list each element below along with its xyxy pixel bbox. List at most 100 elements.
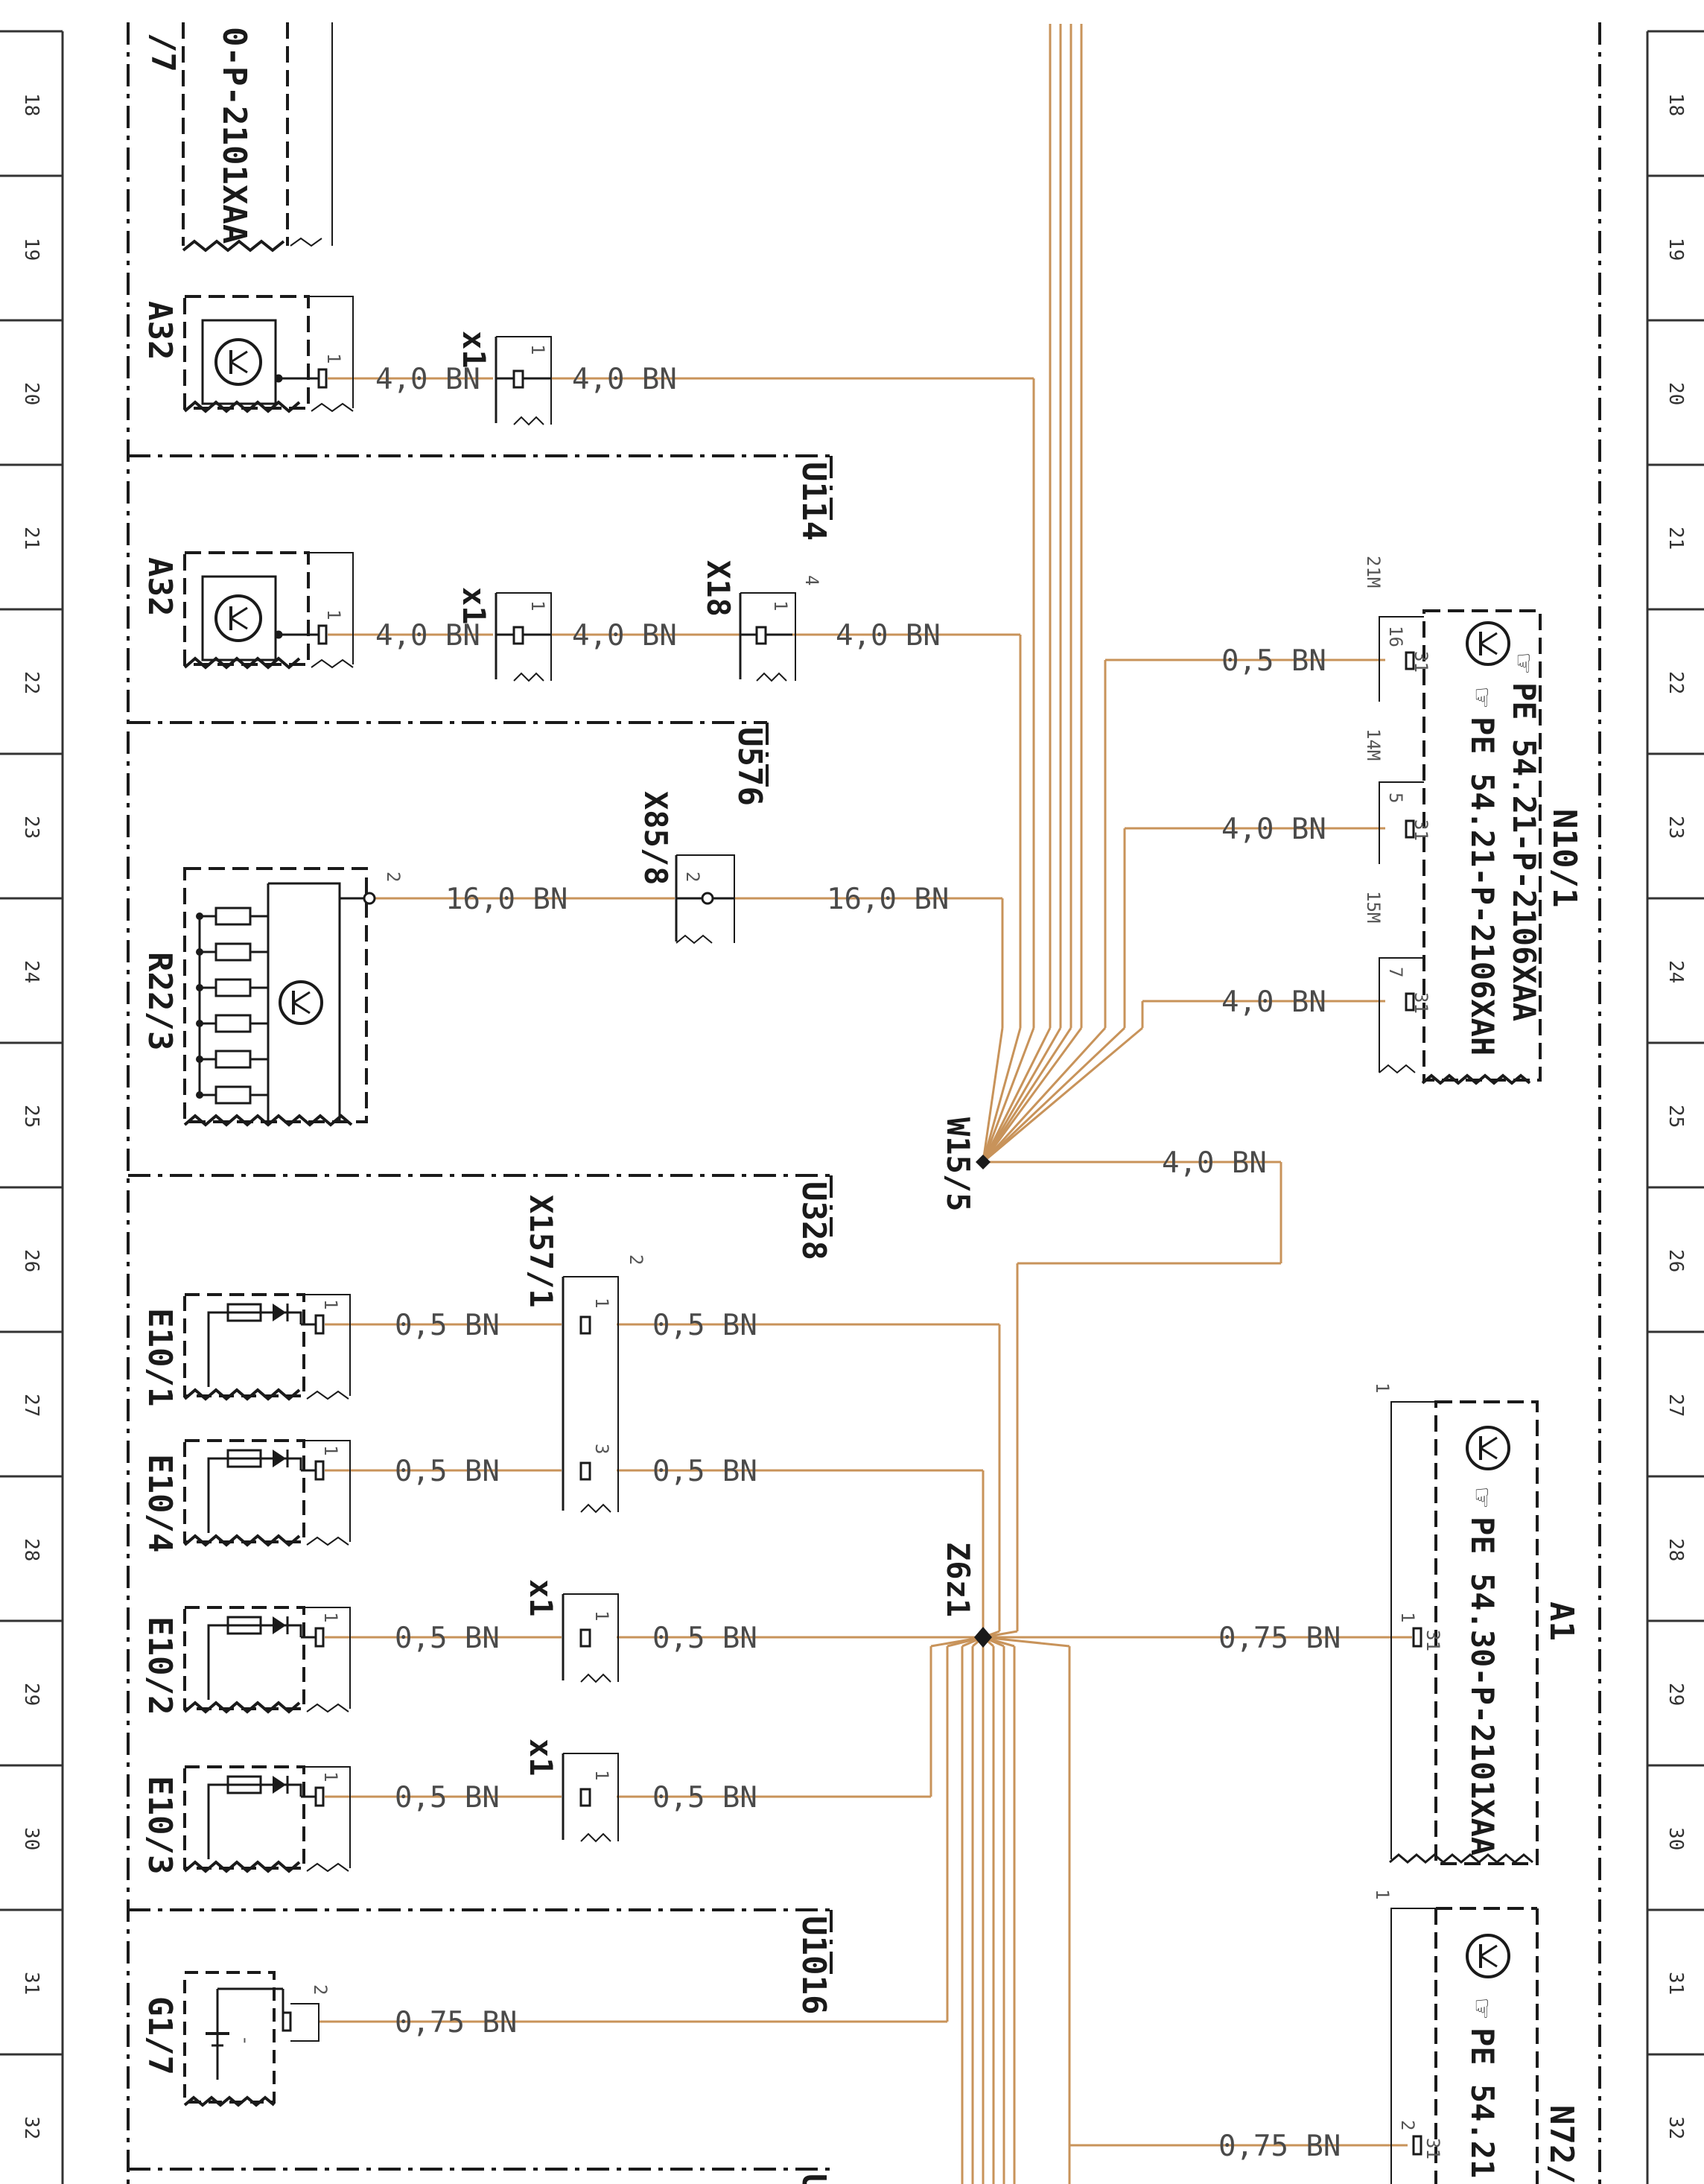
pin-contact — [314, 1314, 325, 1335]
g1-7-label: G1/7 — [141, 1996, 179, 2075]
pin-p11: 1 — [320, 1299, 341, 1310]
x1-label-c: x1 — [523, 1579, 559, 1617]
break-edge — [183, 1701, 301, 1714]
lamp-housing — [183, 1765, 305, 1870]
wire-label-w17: 0,5 BN — [1221, 644, 1326, 678]
wire-label-w15: 0,5 BN — [652, 1781, 757, 1815]
grid-number: 24 — [1665, 960, 1687, 983]
pin-p32: 1 — [1372, 1383, 1393, 1393]
grid-number: 20 — [1665, 382, 1687, 405]
junction-dot — [196, 1020, 203, 1027]
grid-number: 22 — [20, 671, 42, 694]
a1-label: A1 — [1542, 1602, 1580, 1641]
grid-number: 29 — [1665, 1683, 1687, 1706]
pin-p34: 31 — [1422, 1630, 1443, 1651]
a32-label-2: A32 — [141, 557, 179, 616]
zone-frames — [127, 22, 1601, 2184]
grid-number: 20 — [20, 382, 42, 405]
wire-label-w9: 0,5 BN — [652, 1309, 757, 1342]
pin-p7: 4 — [801, 575, 822, 585]
x18-label: X18 — [700, 560, 737, 617]
grid-number: 23 — [20, 816, 42, 839]
x1-connector-a — [495, 336, 552, 426]
lamp-resistor — [226, 1616, 262, 1635]
pin-p18: 1 — [591, 1610, 612, 1621]
r22-3-bottom-edge — [183, 1114, 353, 1127]
pin-p12: 2 — [626, 1254, 646, 1265]
wire-label-w18: 4,0 BN — [1221, 813, 1326, 846]
e10-3-label: E10/3 — [141, 1776, 179, 1874]
grid-number: 30 — [20, 1827, 42, 1850]
connector-shell — [304, 1294, 351, 1396]
junction-dot — [196, 1056, 203, 1063]
pin-p27: 5 — [1385, 793, 1406, 803]
connector-shell — [304, 1440, 351, 1542]
zone-u1-cut: U1 — [795, 2174, 833, 2184]
grid-number: 28 — [1665, 1538, 1687, 1561]
grid-number: 23 — [1665, 816, 1687, 839]
grid-number: 19 — [20, 238, 42, 261]
wire-label-w4: 4,0 BN — [572, 619, 677, 653]
resistor-element — [214, 1050, 252, 1069]
pin-contact — [314, 1786, 325, 1807]
x157-1-label: X157/1 — [523, 1195, 559, 1308]
junction-dot — [196, 912, 203, 920]
wire-label-w7: 16,0 BN — [827, 883, 949, 916]
led-icon — [273, 1616, 286, 1634]
x85-8-label: X85/8 — [638, 791, 674, 885]
grid-number: 31 — [1665, 1972, 1687, 1995]
x1-connector-c — [562, 1593, 619, 1683]
wire-label-w14: 0,5 BN — [395, 1781, 500, 1815]
lamp-housing — [183, 1606, 305, 1710]
led-icon — [273, 1304, 286, 1321]
grid-ticks — [0, 30, 1704, 2056]
lamp-resistor — [226, 1775, 262, 1794]
pin-p24: 16 — [1385, 626, 1406, 647]
r22-3-component — [183, 867, 376, 1123]
wire-label-w16: 0,75 BN — [395, 2006, 517, 2039]
wire-label-w22: 0,75 BN — [1218, 2130, 1341, 2163]
wire-label-w19: 4,0 BN — [1221, 985, 1326, 1019]
lamp-housing — [183, 1293, 305, 1397]
pin-p29: 15M — [1363, 891, 1384, 923]
wire-label-w5: 4,0 BN — [836, 619, 941, 653]
x85-8-connector — [675, 854, 735, 945]
a1-pe: PE 54.30-P-2101XAA — [1464, 1517, 1501, 1856]
led-icon — [273, 1776, 286, 1794]
grid-number: 29 — [20, 1683, 42, 1706]
grid-number: 21 — [1665, 527, 1687, 550]
splice-w15-5-marker — [976, 1155, 991, 1169]
a1-component — [1389, 1400, 1539, 1865]
break-edge — [306, 1862, 349, 1873]
junction-dot — [196, 984, 203, 991]
n10-1-pe2: PE 54.21-P-2106XAH — [1464, 717, 1501, 1056]
lamp-resistor — [226, 1303, 262, 1322]
pin-p19: 1 — [320, 1771, 341, 1782]
grid-number: 18 — [1665, 93, 1687, 116]
grid-number: 19 — [1665, 238, 1687, 261]
pin-p9: 2 — [383, 872, 404, 882]
led-icon — [273, 1450, 286, 1467]
splice-z6z1: Z6z1 — [940, 1542, 976, 1617]
pin-p1: 1 — [323, 353, 344, 364]
pin-p14: 1 — [320, 1445, 341, 1456]
x157-1-connector — [562, 1276, 619, 1514]
pin-p6: 1 — [770, 600, 791, 611]
grid-number: 26 — [20, 1249, 42, 1272]
pin-p25: 31 — [1411, 651, 1431, 673]
zone-u576: U576 — [731, 727, 769, 806]
pin-p17: 1 — [320, 1612, 341, 1622]
x1-label-d: x1 — [523, 1739, 559, 1777]
resistor-element — [214, 907, 252, 926]
wire-label-w20: 4,0 BN — [1162, 1146, 1267, 1180]
zone-u114: U114 — [795, 462, 833, 541]
pin-p31: 31 — [1411, 992, 1431, 1014]
pin-p37: 31 — [1422, 2138, 1443, 2159]
splice-w15-5: W15/5 — [940, 1117, 976, 1211]
x1-connector-d — [562, 1753, 619, 1843]
e10-4-label: E10/4 — [141, 1454, 179, 1552]
junction-dot — [196, 948, 203, 956]
grid-number: 32 — [20, 2116, 42, 2139]
g1-7-component — [183, 1971, 320, 2107]
grid-number: 21 — [20, 527, 42, 550]
